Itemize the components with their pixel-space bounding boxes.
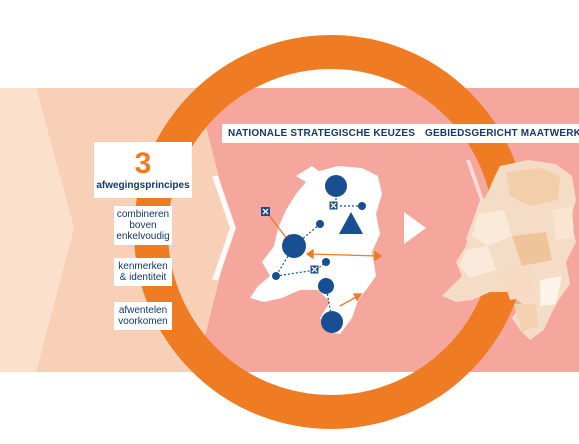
chevron-separator-1 [212, 176, 236, 280]
principles-title: afwegingsprincipes [96, 180, 190, 191]
triangle-marker [339, 212, 363, 234]
principle-box-kenmerken: kenmerken & identiteit [114, 258, 172, 286]
arrow-right-icon [404, 212, 426, 244]
cross-box-marker [261, 207, 270, 216]
map-national [250, 166, 382, 334]
cross-box-marker [309, 264, 320, 275]
map-regional [442, 160, 576, 340]
principle-label: combineren boven enkelvoudig [116, 209, 170, 242]
circle-marker-mid [318, 278, 334, 294]
principles-panel: 3 afwegingsprincipes [94, 142, 192, 198]
circle-marker-small [272, 272, 280, 280]
principle-label: afwentelen voorkomen [118, 305, 168, 327]
circle-marker-south [321, 311, 343, 333]
circle-marker-large [282, 234, 306, 258]
cross-box-marker [328, 200, 339, 211]
circle-marker-small [316, 220, 324, 228]
principles-count: 3 [134, 147, 152, 180]
background-band-left [0, 88, 74, 372]
circle-marker-north [325, 175, 347, 197]
principle-box-combineren: combineren boven enkelvoudig [114, 206, 172, 245]
principle-label: kenmerken & identiteit [118, 261, 168, 283]
circle-marker-small [358, 202, 366, 210]
circle-marker-small [322, 258, 330, 266]
section-label-national: NATIONALE STRATEGISCHE KEUZES [222, 124, 422, 143]
principle-box-afwentelen: afwentelen voorkomen [114, 302, 172, 330]
section-label-regional: GEBIEDSGERICHT MAATWERK [419, 124, 579, 143]
